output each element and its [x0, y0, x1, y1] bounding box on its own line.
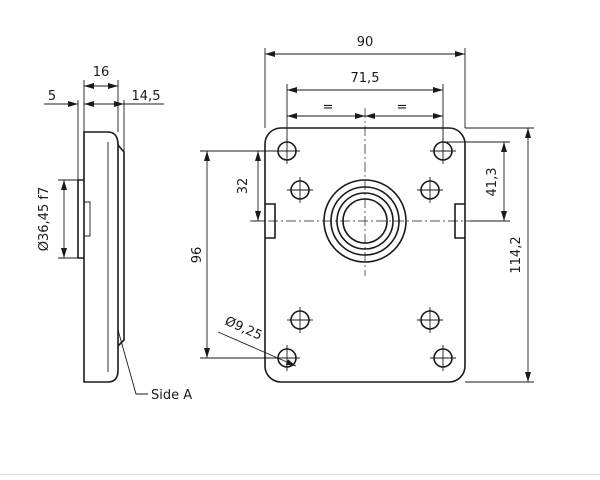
bore-ring-outer: [323, 179, 407, 263]
bottom-divider: [0, 474, 600, 475]
dim-71-5-label: 71,5: [351, 71, 380, 86]
eq-right-label: =: [397, 100, 408, 115]
bore-ring-3: [336, 192, 394, 250]
inner-hole-top-right: [417, 177, 443, 203]
bore-ring-2: [330, 186, 400, 256]
dim-114-2-label: 114,2: [509, 236, 524, 273]
side-rear-face: [117, 144, 125, 347]
side-a-leader: [117, 329, 148, 395]
hole-dia-label: Ø9,25: [222, 314, 264, 344]
side-plate-outline: [83, 131, 119, 383]
dim-16-label: 16: [93, 65, 110, 80]
inner-hole-bottom-right: [417, 307, 443, 333]
hole-dia-leader: [217, 331, 297, 367]
side-a-label: Side A: [151, 388, 192, 403]
side-pilot-boss: [77, 179, 84, 259]
inner-hole-top-left: [287, 177, 313, 203]
dim-90-label: 90: [357, 35, 374, 50]
side-view: 16 5 14,5 Ø36,45 f7 Side A: [37, 65, 192, 403]
side-pilot-chamfer: [84, 201, 91, 237]
bore-ring-inner: [342, 198, 388, 244]
eq-left-label: =: [323, 100, 334, 115]
dim-5-label: 5: [48, 89, 56, 104]
dim-diameter-label: Ø36,45 f7: [37, 187, 52, 251]
dim-14-5-label: 14,5: [132, 89, 161, 104]
corner-hole-bottom-right: [430, 345, 456, 371]
dim-96-label: 96: [190, 247, 205, 264]
dim-41-3-label: 41,3: [485, 168, 500, 197]
front-view: 90 71,5 = = 96 32 41,3 114,2 Ø9,25: [190, 35, 534, 383]
inner-hole-bottom-left: [287, 307, 313, 333]
dim-32-label: 32: [236, 178, 251, 195]
